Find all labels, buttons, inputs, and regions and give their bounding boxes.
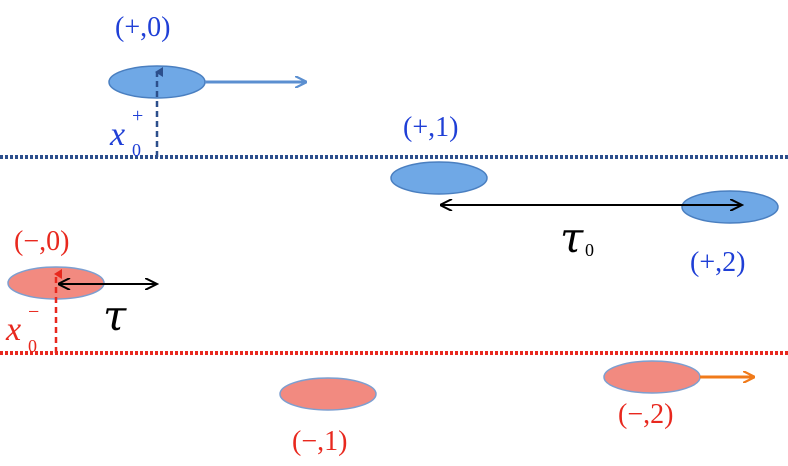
svg-text:0: 0 [132,140,141,160]
svg-text:+: + [132,105,143,127]
particle-minus-2 [603,360,701,394]
particle-minus-1 [279,377,377,411]
svg-text:x: x [109,116,125,153]
symbol-tau: τ [103,291,127,340]
label-plus-2: (+,2) [690,247,745,278]
symbol-x0-minus: x − 0 [5,301,39,356]
svg-text:−: − [28,301,39,323]
particle-plus-1 [390,161,488,195]
label-plus-1: (+,1) [403,112,458,143]
label-minus-1: (−,1) [292,426,347,457]
label-minus-0: (−,0) [14,226,69,257]
symbol-x0-plus: x + 0 [109,105,143,160]
particle-plus-2 [681,190,779,224]
svg-text:0: 0 [585,240,594,260]
label-plus-0: (+,0) [115,12,170,43]
svg-text:x: x [5,311,21,348]
svg-text:0: 0 [28,336,37,356]
svg-text:τ: τ [560,213,584,262]
symbol-tau0: τ 0 [560,213,594,262]
label-minus-2: (−,2) [618,399,673,430]
